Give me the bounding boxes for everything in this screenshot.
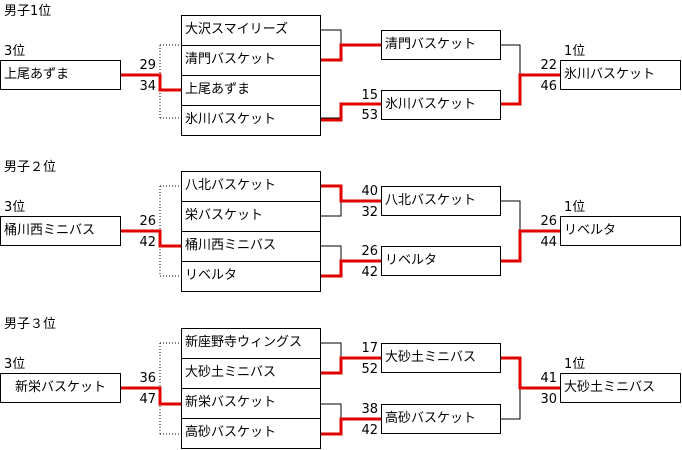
bracket2-win-final [500,229,560,263]
bracket1-win-col2-bottom [320,102,382,122]
bracket1-col3-team-1: 清門バスケット [381,30,501,60]
bracket2-right-score-1: 26 [540,214,557,229]
bracket2-col3-score-2: 42 [361,265,378,280]
bracket1-win-left [120,73,182,92]
bracket3-rank-right: 1位 [564,357,586,372]
bracket1-win-final [500,73,560,106]
bracket3-left-score-1: 36 [139,371,156,386]
bracket2-col3-team-2: リベルタ [381,246,501,276]
bracket2-line-col2-top [320,201,342,217]
bracket1-win-col2-top [320,43,382,62]
bracket3-win-final [500,356,560,390]
bracket3-win-col2-top [320,356,382,375]
bracket3-line-col3-bottom [500,388,521,420]
bracket2-win-col2-top [320,184,382,203]
bracket3-col2-team-1: 新座野寺ウィングス [181,328,321,359]
bracket2-left-score-2: 42 [139,235,156,250]
bracket1-right-score-2: 46 [540,79,557,94]
bracket3-line-col2-bottom [320,403,342,419]
bracket2-right-score-2: 44 [540,235,557,250]
bracket1-col2-team-1: 大沢スマイリーズ [181,15,321,46]
bracket1-team-right: 氷川バスケット [560,60,681,90]
bracket3-left-score-2: 47 [139,392,156,407]
bracket1-col3-team-2: 氷川バスケット [381,90,501,120]
bracket1-col2-team-3: 上尾あずま [181,75,321,106]
bracket2-team-left: 桶川西ミニバス [0,216,121,246]
bracket2-rank-right: 1位 [564,200,586,215]
bracket3-right-score-1: 41 [540,371,557,386]
bracket2-left-score-1: 26 [139,214,156,229]
bracket2-line-col2-bottom [320,245,342,261]
bracket1-col3-score-1: 15 [361,88,378,103]
bracket3-win-left [120,386,182,406]
bracket3-line-col2-top [320,342,342,358]
bracket1-rank-left: 3位 [4,44,26,59]
bracket3-col2-team-3: 新栄バスケット [181,388,321,419]
bracket3-col3-score-2: 42 [361,423,378,438]
bracket1-right-score-1: 22 [540,58,557,73]
bracket2-col2-team-4: リベルタ [181,261,321,292]
bracket1-left-score-1: 29 [139,58,156,73]
bracket3-title: 男子３位 [4,317,57,332]
bracket1-title: 男子1位 [4,4,52,19]
bracket2-line-col3-top [500,200,521,231]
bracket3-team-right: 大砂土ミニバス [560,373,681,403]
bracket2-col2-team-2: 栄バスケット [181,201,321,232]
bracket2-team-right: リベルタ [560,216,681,246]
bracket1-col2-team-4: 氷川バスケット [181,105,321,136]
bracket3-col3-score-1: 38 [361,402,378,417]
bracket2-col3-top-score-2: 32 [361,205,378,220]
bracket2-win-left [120,229,182,248]
bracket3-col2-team-4: 高砂バスケット [181,418,321,449]
bracket2-col3-score-1: 26 [361,244,378,259]
bracket3-col3-top-score-2: 52 [361,362,378,377]
bracket1-rank-right: 1位 [564,44,586,59]
bracket1-col2-team-2: 清門バスケット [181,45,321,76]
bracket2-col3-team-1: 八北バスケット [381,186,501,216]
bracket1-col3-score-2: 53 [361,108,378,123]
bracket3-win-col2-bottom [320,417,382,436]
bracket2-title: 男子２位 [4,160,57,175]
bracket1-line-col3-top [500,44,521,75]
bracket3-right-score-2: 30 [540,392,557,407]
bracket1-team-left: 上尾あずま [0,60,121,90]
bracket2-rank-left: 3位 [4,200,26,215]
bracket3-rank-left: 3位 [4,357,26,372]
bracket2-col3-top-score-1: 40 [361,184,378,199]
bracket1-line-col2-bottom [320,104,342,119]
bracket2-col2-team-1: 八北バスケット [181,171,321,202]
bracket2-col2-team-3: 桶川西ミニバス [181,231,321,262]
bracket3-col3-team-2: 高砂バスケット [381,404,501,434]
bracket3-col2-team-2: 大砂土ミニバス [181,358,321,389]
bracket1-line-col2-top [320,29,342,45]
bracket1-left-score-2: 34 [139,79,156,94]
bracket2-win-col2-bottom [320,259,382,278]
bracket3-col3-team-1: 大砂土ミニバス [381,343,501,373]
bracket3-col3-top-score-1: 17 [361,341,378,356]
bracket3-team-left: 新栄バスケット [0,373,121,403]
